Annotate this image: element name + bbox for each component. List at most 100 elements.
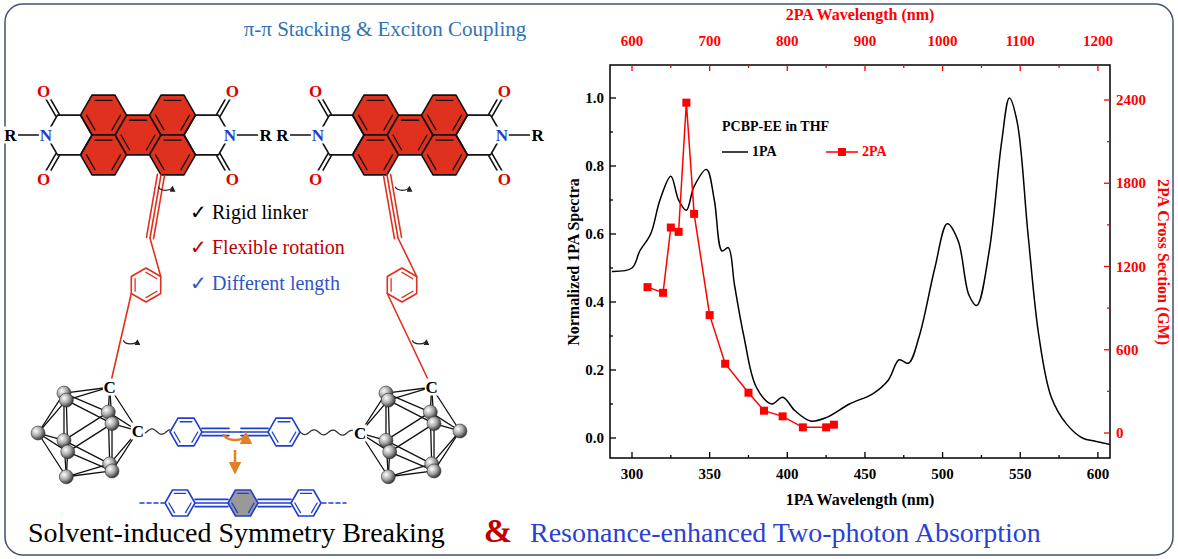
boron-atom	[61, 445, 75, 459]
rotation-arrow	[224, 434, 246, 440]
tick-label: 1200	[1083, 33, 1113, 50]
boron-atom	[427, 464, 441, 478]
dashed-bond	[322, 502, 346, 504]
caption-text: Resonance-enhanced Two-photon Absorption	[530, 518, 1041, 549]
tick-label: 0	[1116, 425, 1124, 442]
double-bond	[290, 432, 296, 442]
axis-tick	[1104, 349, 1110, 350]
nitrogen-label: N	[495, 127, 509, 144]
two-photon-point	[721, 360, 729, 368]
alkyne-bond	[195, 502, 228, 504]
perylene-ring	[81, 95, 127, 135]
two-photon-point	[675, 228, 683, 236]
axis-tick	[787, 452, 788, 458]
tick-label: 600	[1087, 466, 1110, 483]
axis-tick	[1104, 432, 1110, 433]
cage-edge	[68, 424, 112, 452]
axis-title: Normalized 1PA Spectra	[565, 178, 583, 346]
two-photon-point	[822, 423, 830, 431]
boron-atom	[105, 464, 119, 478]
tick-label: 800	[776, 33, 799, 50]
tick-label: 400	[776, 466, 799, 483]
axis-tick	[903, 455, 904, 458]
axis-tick	[1104, 266, 1110, 267]
axis-tick	[1107, 391, 1110, 392]
rotation-arrow	[159, 187, 173, 191]
one-photon-curve	[612, 98, 1110, 445]
perylene-ring	[81, 135, 127, 175]
nitrogen-label: N	[311, 127, 325, 144]
axis-tick	[610, 301, 616, 302]
single-bond	[229, 431, 241, 433]
axis-tick	[610, 403, 613, 404]
oxygen-label: O	[36, 83, 51, 100]
substituent-label: R	[531, 127, 545, 144]
phenyl-ring	[170, 418, 202, 446]
double-bond	[427, 155, 436, 170]
double-bond	[232, 503, 238, 513]
double-bond	[169, 503, 175, 513]
double-bond	[384, 115, 393, 130]
two-photon-point	[706, 311, 714, 319]
axis-tick	[610, 335, 613, 336]
axis-tick	[1020, 452, 1021, 458]
alkyne-bond	[202, 428, 229, 430]
perylene-ring	[353, 135, 399, 175]
two-photon-point	[667, 224, 675, 232]
phenyl-ring	[387, 268, 416, 302]
direction-arrow	[234, 450, 237, 472]
tick-label: 2400	[1116, 92, 1146, 109]
double-bond	[367, 140, 384, 141]
boron-atom	[427, 417, 441, 431]
rotation-arrow	[396, 187, 410, 191]
nitrogen-label: N	[39, 127, 53, 144]
double-bond	[95, 140, 112, 141]
alkyne-bond	[195, 499, 228, 501]
double-bond	[402, 291, 413, 297]
axis-tick	[1058, 455, 1059, 458]
axis-tick	[942, 65, 943, 71]
axis-tick	[748, 65, 749, 68]
double-bond	[427, 115, 436, 130]
feature-item: ✓ Flexible rotation	[190, 236, 345, 258]
substituent-label: R	[3, 127, 17, 144]
axis-tick	[1104, 99, 1110, 100]
axis-tick	[631, 452, 632, 458]
spectrum-chart	[610, 65, 1112, 458]
tick-label: 600	[621, 33, 644, 50]
double-bond	[436, 100, 453, 101]
double-bond	[164, 100, 181, 101]
tick-label: 1800	[1116, 175, 1146, 192]
axis-tick	[1058, 65, 1059, 68]
two-photon-point	[830, 421, 838, 429]
tick-label: 500	[931, 466, 954, 483]
central-phenyl-ring	[228, 490, 258, 516]
axis-tick	[1020, 65, 1021, 71]
axis-tick	[1107, 141, 1110, 142]
feature-item: ✓ Different length	[190, 272, 340, 294]
nitrogen-label: N	[223, 127, 237, 144]
legend-sample	[722, 151, 748, 153]
single-bond	[398, 238, 417, 277]
axis-tick	[825, 455, 826, 458]
two-photon-point	[690, 210, 698, 218]
double-bond	[272, 432, 278, 442]
cage-edge	[390, 424, 434, 452]
two-photon-point	[760, 407, 768, 415]
alkyne-bond	[258, 506, 291, 508]
carbonyl-bond	[220, 97, 231, 116]
double-bond	[146, 291, 157, 297]
axis-tick	[903, 65, 904, 68]
axis-tick	[1107, 307, 1110, 308]
tick-label: 450	[854, 466, 877, 483]
tick-label: 1000	[928, 33, 958, 50]
axis-tick	[825, 65, 826, 68]
oxygen-label: O	[497, 83, 512, 100]
axis-tick	[610, 233, 616, 234]
double-bond	[186, 503, 192, 513]
boron-atom	[383, 445, 397, 459]
double-bond	[134, 279, 135, 292]
axis-tick	[631, 65, 632, 71]
axis-tick	[610, 267, 613, 268]
alkyne-bond	[146, 174, 157, 237]
